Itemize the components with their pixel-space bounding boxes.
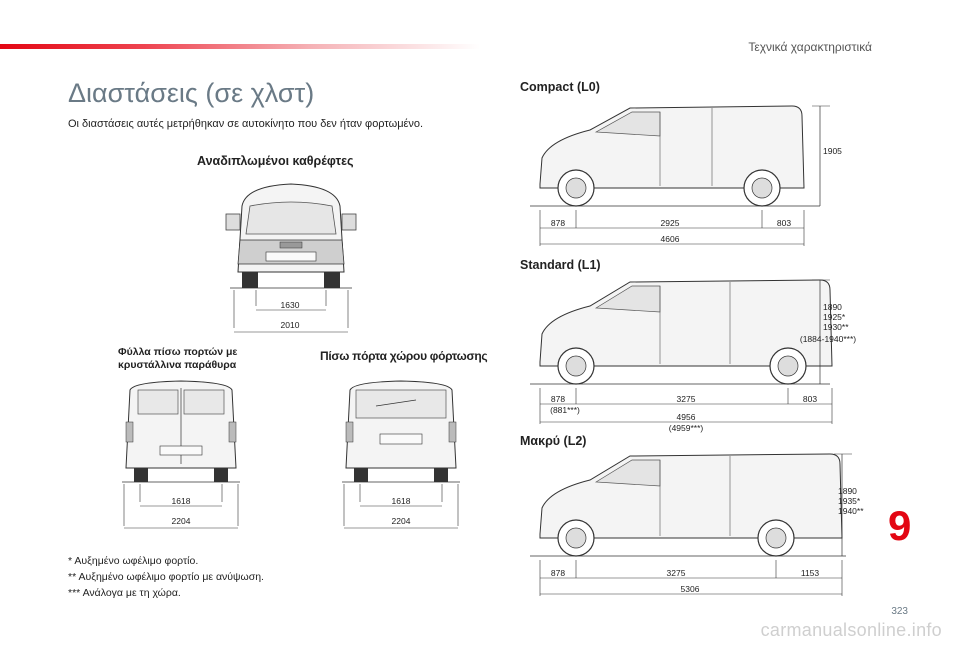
- rear-doors-label: Φύλλα πίσω πορτών με κρυστάλλινα παράθυρ…: [118, 346, 237, 372]
- front-view-label: Αναδιπλωμένοι καθρέφτες: [197, 154, 354, 168]
- compact-front-overhang-dim: 878: [550, 218, 566, 228]
- page-number: 323: [891, 606, 908, 617]
- footnote-1: * Αυξημένο ωφέλιμο φορτίο.: [68, 555, 199, 567]
- standard-front-overhang-dim: 878: [550, 394, 566, 404]
- rear-doors-drawing: 1618 2204: [116, 378, 246, 534]
- long-height-1: 1890: [838, 486, 857, 496]
- long-height-2: 1935*: [838, 496, 861, 506]
- page-title: Διαστάσεις (σε χλστ): [68, 78, 315, 108]
- intro-text: Οι διαστάσεις αυτές μετρήθηκαν σε αυτοκί…: [68, 118, 424, 130]
- standard-rear-overhang-dim: 803: [802, 394, 818, 404]
- standard-length-dim: 4956: [676, 412, 696, 422]
- compact-label: Compact (L0): [520, 80, 600, 94]
- compact-length-dim: 4606: [660, 234, 680, 244]
- watermark: carmanualsonline.info: [760, 620, 942, 640]
- standard-height-1: 1890: [823, 302, 842, 312]
- footnote-3: *** Ανάλογα με τη χώρα.: [68, 587, 181, 599]
- standard-height-dims: 1890 1925* 1930**: [823, 302, 849, 332]
- rear-doors-label-line2: κρυστάλλινα παράθυρα: [118, 359, 237, 371]
- front-width-dim: 2010: [280, 320, 300, 330]
- section-title: Τεχνικά χαρακτηριστικά: [748, 40, 872, 54]
- standard-label: Standard (L1): [520, 258, 601, 272]
- compact-side-drawing: 1905 878 2925 803 4606: [530, 96, 850, 250]
- standard-height-2: 1925*: [823, 312, 846, 322]
- rear-doors-label-line1: Φύλλα πίσω πορτών με: [118, 346, 238, 358]
- header-accent-bar: [0, 44, 480, 49]
- long-label: Μακρύ (L2): [520, 434, 587, 448]
- standard-front-overhang-alt-dim: (881***): [550, 405, 580, 415]
- footnote-2: ** Αυξημένο ωφέλιμο φορτίο με ανύψωση.: [68, 571, 264, 583]
- standard-wheelbase-dim: 3275: [676, 394, 696, 404]
- compact-rear-overhang-dim: 803: [776, 218, 792, 228]
- front-view-drawing: 1630 2010: [220, 176, 362, 338]
- compact-height-dim: 1905: [823, 146, 842, 156]
- rear-doors-track-dim: 1618: [171, 496, 191, 506]
- long-height-dims: 1890 1935* 1940**: [838, 486, 864, 516]
- rear-tailgate-label: Πίσω πόρτα χώρου φόρτωσης: [320, 349, 488, 363]
- rear-tailgate-track-dim: 1618: [391, 496, 411, 506]
- standard-side-drawing: 1890 1925* 1930** (1884-1940***) 878 (88…: [530, 270, 870, 436]
- standard-height-4: (1884-1940***): [799, 334, 857, 344]
- long-front-overhang-dim: 878: [550, 568, 566, 578]
- rear-tailgate-drawing: 1618 2204: [336, 378, 466, 534]
- compact-wheelbase-dim: 2925: [660, 218, 680, 228]
- long-length-dim: 5306: [680, 584, 700, 594]
- long-height-3: 1940**: [838, 506, 864, 516]
- front-track-dim: 1630: [280, 300, 300, 310]
- long-side-drawing: 1890 1935* 1940** 878 3275 1153 5306: [530, 446, 870, 600]
- standard-height-3: 1930**: [823, 322, 849, 332]
- chapter-number: 9: [888, 502, 912, 549]
- rear-doors-width-dim: 2204: [171, 516, 191, 526]
- long-rear-overhang-dim: 1153: [800, 568, 820, 578]
- long-wheelbase-dim: 3275: [666, 568, 686, 578]
- rear-tailgate-width-dim: 2204: [391, 516, 411, 526]
- standard-length-alt-dim: (4959***): [668, 423, 704, 433]
